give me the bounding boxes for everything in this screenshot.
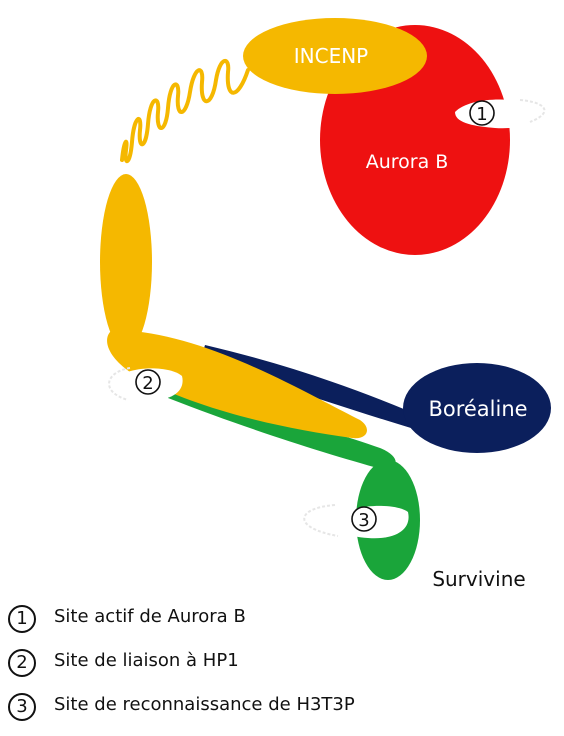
borealine-wedge-shape bbox=[200, 345, 430, 432]
site-2-marker: 2 bbox=[135, 369, 161, 395]
legend-number: 1 bbox=[8, 605, 36, 633]
legend-label: Site actif de Aurora B bbox=[54, 606, 246, 627]
incenp-label: INCENP bbox=[294, 44, 368, 68]
legend-item-site-2: 2 Site de liaison à HP1 bbox=[0, 648, 520, 678]
legend-item-site-3: 3 Site de reconnaissance de H3T3P bbox=[0, 692, 520, 722]
legend-label: Site de reconnaissance de H3T3P bbox=[54, 694, 355, 715]
site-1-outline bbox=[519, 99, 546, 123]
legend-item-site-1: 1 Site actif de Aurora B bbox=[0, 604, 520, 634]
site-3-outline bbox=[303, 504, 339, 537]
survivine-label: Survivine bbox=[432, 567, 525, 591]
borealine-shape bbox=[403, 363, 551, 453]
site-2-outline bbox=[108, 367, 131, 401]
aurora-b-label: Aurora B bbox=[366, 151, 449, 173]
legend-number: 3 bbox=[8, 693, 36, 721]
site-1-number: 1 bbox=[476, 104, 487, 125]
legend-label: Site de liaison à HP1 bbox=[54, 650, 239, 671]
incenp-arm-shape bbox=[100, 174, 152, 350]
borealine-label: Boréaline bbox=[428, 397, 527, 421]
site-2-number: 2 bbox=[142, 373, 153, 394]
legend-number: 2 bbox=[8, 649, 36, 677]
incenp-helix-shape bbox=[120, 59, 250, 163]
incenp-lower-bar-shape bbox=[107, 330, 367, 439]
site-3-marker: 3 bbox=[351, 506, 377, 532]
incenp-head-shape bbox=[243, 18, 427, 94]
site-1-marker: 1 bbox=[469, 100, 495, 126]
site-3-number: 3 bbox=[358, 510, 369, 531]
